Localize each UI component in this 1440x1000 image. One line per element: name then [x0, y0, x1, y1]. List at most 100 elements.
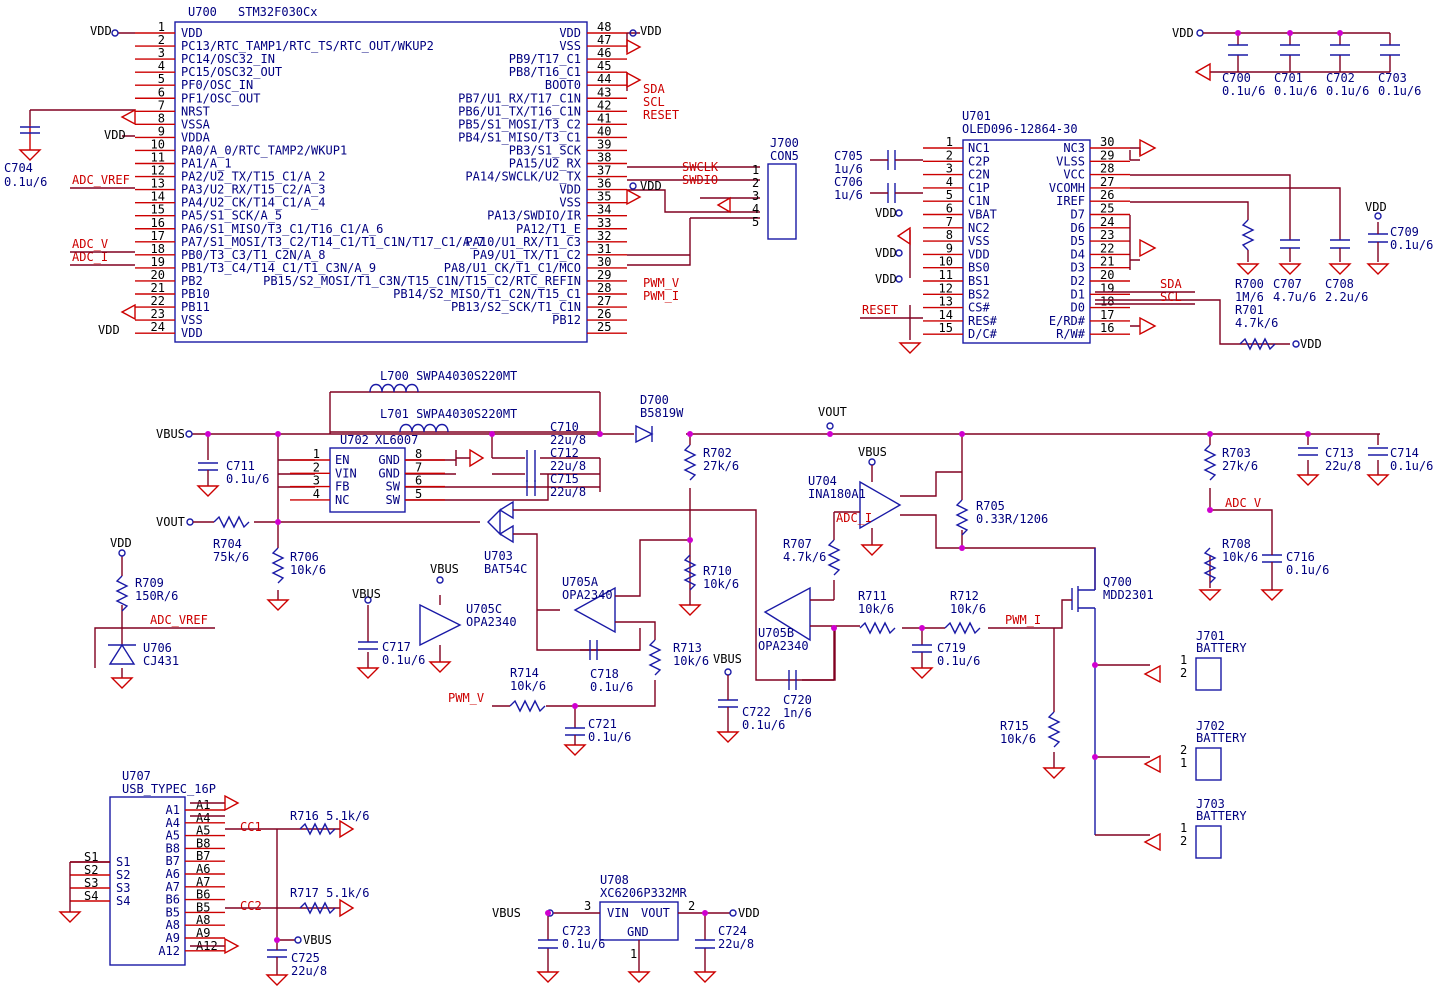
mcu-right-pin-number: 27	[597, 294, 611, 308]
r711-ref: R711	[858, 589, 887, 603]
oled-right-pin-name: D4	[1071, 247, 1085, 261]
r713-val: 10k/6	[673, 654, 709, 668]
mcu-right-pin-name: PA13/SWDIO/IR	[487, 209, 582, 223]
net-cc1: CC1	[240, 820, 262, 834]
mcu-right-pin-name: PB14/S2_MISO/T1_C2N/T15_C1	[393, 287, 581, 301]
mcu-right-pin-name: PA15/U2_RX	[509, 157, 582, 171]
oled-left-pin-name: C2P	[968, 154, 990, 168]
ldo-gnd: GND	[627, 925, 649, 939]
net-pwm-i: PWM_I	[643, 289, 679, 303]
j703-body	[1195, 825, 1222, 859]
oled-left-pin-name: NC1	[968, 141, 990, 155]
mcu-left-pin-number: 7	[158, 98, 165, 112]
c702-val: 0.1u/6	[1326, 84, 1369, 98]
oled-left-pin-number: 1	[946, 135, 953, 149]
j700-pin1: 1	[752, 163, 759, 177]
c721-val: 0.1u/6	[588, 730, 631, 744]
mcu-left-pin-number: 2	[158, 33, 165, 47]
mcu-left-pin-number: 23	[151, 307, 165, 321]
mcu-right-pin-number: 43	[597, 85, 611, 99]
r700-val: 1M/6	[1235, 290, 1264, 304]
oled-right-pin-name: D3	[1071, 261, 1085, 275]
ldo-vin: VIN	[607, 906, 629, 920]
mcu-left-pin-number: 6	[158, 85, 165, 99]
net-adc-i-mcu: ADC_I	[72, 250, 108, 264]
net-vout-fb: VOUT	[156, 515, 185, 529]
mcu-left-pin-name: VDD	[181, 326, 203, 340]
u705c-val: OPA2340	[466, 615, 517, 629]
oled-left-pin-name: VBAT	[968, 208, 997, 222]
j700-pin3: 3	[752, 189, 759, 203]
oled-left-pin-name: CS#	[968, 301, 990, 315]
c704-ref: C704	[4, 161, 33, 175]
oled-right-pin-number: 26	[1100, 188, 1114, 202]
c722-ref: C722	[742, 705, 771, 719]
oled-right-pin-number: 25	[1100, 202, 1114, 216]
net-vdd-2: VDD	[640, 24, 662, 38]
net-vbus-usb: VBUS	[303, 933, 332, 947]
mcu-right-pin-name: PB9/T17_C1	[509, 52, 581, 66]
u702-right-pin-number: 6	[415, 474, 422, 488]
mcu-right-pin-name: PA12/T1_E	[516, 222, 581, 236]
u702-right-pin-number: 7	[415, 460, 422, 474]
c715-val: 22u/8	[550, 485, 586, 499]
mcu-left-pin-name: VDDA	[181, 130, 211, 144]
usb-pin-name: A4	[166, 816, 180, 830]
net-vbus-u704: VBUS	[858, 445, 887, 459]
u702-left-pin-name: EN	[335, 453, 349, 467]
mcu-right-pin-name: PB8/T16_C1	[509, 65, 581, 79]
r714-val: 10k/6	[510, 679, 546, 693]
j703-p2: 2	[1180, 834, 1187, 848]
oled-right-pin-name: R/W#	[1056, 327, 1086, 341]
oled-right-pin-name: NC3	[1063, 141, 1085, 155]
mcu-right-pin-name: PB4/S1_MISO/T3_C1	[458, 130, 581, 144]
usb-pin-ext: A4	[196, 811, 210, 825]
net-vbus-c717: VBUS	[352, 587, 381, 601]
oled-right-pin-number: 18	[1100, 295, 1114, 309]
oled-right-pin-number: 20	[1100, 268, 1114, 282]
oled-right-pin-name: D2	[1071, 274, 1085, 288]
mcu-left-pin-number: 19	[151, 255, 165, 269]
usb-s-pin-ext: S2	[84, 863, 98, 877]
u702-left-pin-number: 2	[313, 460, 320, 474]
mcu-left-pin-name: PA3/U2_RX/T15_C2/A_3	[181, 183, 326, 197]
oled-left-pin-number: 3	[946, 162, 953, 176]
c714-val: 0.1u/6	[1390, 459, 1433, 473]
oled-left-pin-name: D/C#	[968, 327, 998, 341]
oled-right-pin-name: D6	[1071, 221, 1085, 235]
mcu-right-pin-name: PA10/U1_RX/T1_C3	[465, 235, 581, 249]
usb-pin-name: A5	[166, 829, 180, 843]
u702-right-pin-name: GND	[378, 466, 400, 480]
mcu-right-pin-name: PA14/SWCLK/U2_TX	[465, 170, 581, 184]
oled-left-pin-name: C1P	[968, 181, 990, 195]
net-adc-vref-mcu: ADC_VREF	[72, 173, 130, 187]
j701-ref: J701	[1196, 629, 1225, 643]
mcu-left-pin-number: 14	[151, 190, 165, 204]
net-vdd-r701: VDD	[1300, 337, 1322, 351]
mcu-right-pin-name: VSS	[559, 39, 581, 53]
mcu-right-pin-name: PB15/S2_MOSI/T1_C3N/T15_C1N/T15_C2/RTC_R…	[263, 274, 581, 288]
oled-left-pin-number: 12	[939, 281, 953, 295]
c707-val: 4.7u/6	[1273, 290, 1316, 304]
r717-label: R717 5.1k/6	[290, 886, 369, 900]
oled-right-pin-number: 23	[1100, 228, 1114, 242]
connector-j700: J700 CON5 1 2 3 4 5	[752, 136, 799, 240]
oled-right-pin-number: 30	[1100, 135, 1114, 149]
c725-ref: C725	[291, 951, 320, 965]
net-vdd-oled-2: VDD	[875, 246, 897, 260]
boost-section: L700 SWPA4030S220MT L701 SWPA4030S220MT …	[156, 369, 1433, 616]
mcu-left-pin-number: 4	[158, 59, 165, 73]
u702-right-pin-number: 8	[415, 447, 422, 461]
net-vout-top: VOUT	[818, 405, 847, 419]
u705a-val: OPA2340	[562, 588, 613, 602]
c719-ref: C719	[937, 641, 966, 655]
c708-val: 2.2u/6	[1325, 290, 1368, 304]
r705-ref: R705	[976, 499, 1005, 513]
oled-right-pin-name: VCOMH	[1049, 181, 1085, 195]
j702-body	[1195, 747, 1222, 781]
j702-p2: 1	[1180, 756, 1187, 770]
c701-val: 0.1u/6	[1274, 84, 1317, 98]
r701-val: 4.7k/6	[1235, 316, 1278, 330]
